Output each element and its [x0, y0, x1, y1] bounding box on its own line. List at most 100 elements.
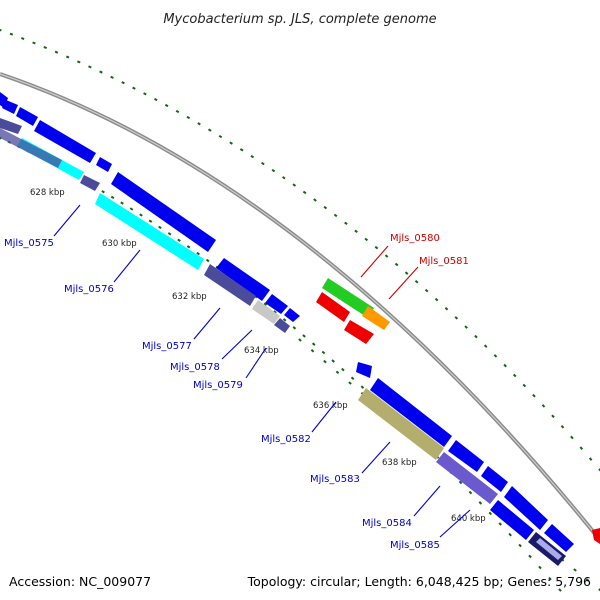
gene-arrow[interactable] — [96, 157, 112, 172]
kbp-tick-label: 628 kbp — [30, 188, 65, 198]
ruler-tick — [20, 37, 25, 41]
gene-arrow[interactable] — [316, 292, 350, 322]
ruler-tick — [273, 310, 277, 314]
gene-block[interactable] — [436, 452, 498, 504]
ruler-tick — [560, 425, 565, 429]
ruler-tick — [313, 198, 317, 202]
gene-arrow[interactable] — [544, 524, 574, 552]
gene-block[interactable] — [274, 318, 290, 333]
ruler-tick — [143, 92, 147, 96]
ruler-tick — [282, 318, 287, 322]
ruler-tick — [186, 245, 191, 249]
gene-arrow[interactable] — [344, 320, 374, 344]
ruler-tick — [310, 349, 315, 353]
ruler-tick — [271, 168, 276, 173]
gene-arrow[interactable] — [265, 294, 288, 314]
ruler-tick — [218, 134, 223, 139]
kbp-tick-label: 638 kbp — [382, 458, 417, 468]
gene-label-mjls-0580[interactable]: Mjls_0580 — [390, 233, 440, 244]
gene-label-mjls-0579[interactable]: Mjls_0579 — [193, 380, 243, 391]
gene-label-mjls-0582[interactable]: Mjls_0582 — [261, 434, 311, 445]
ruler-tick — [498, 522, 502, 526]
ruler-tick — [139, 213, 143, 217]
gene-label-mjls-0575[interactable]: Mjls_0575 — [4, 238, 54, 249]
ruler-tick — [350, 376, 355, 381]
ruler-tick — [404, 271, 409, 275]
gene-arrow[interactable] — [2, 100, 18, 114]
gene-label-mjls-0584[interactable]: Mjls_0584 — [362, 518, 412, 529]
gene-arrow[interactable] — [0, 92, 8, 108]
gene-block[interactable] — [0, 118, 22, 134]
gene-arrow[interactable] — [216, 258, 270, 301]
ruler-tick — [0, 28, 2, 32]
gene-arrow[interactable] — [356, 362, 372, 378]
gene-arrow[interactable] — [16, 107, 38, 126]
gene-arrow[interactable] — [370, 378, 452, 447]
gene-arrow-mjls-0580[interactable] — [322, 278, 374, 318]
ruler-tick — [333, 213, 338, 218]
ruler-tick — [493, 354, 498, 358]
ruler-tick — [101, 190, 105, 194]
ruler-tick — [121, 81, 125, 85]
gene-arrow[interactable] — [34, 120, 96, 163]
gene-label-mjls-0577[interactable]: Mjls_0577 — [142, 341, 192, 352]
ruler-tick — [570, 435, 574, 440]
ruler-tick — [551, 414, 555, 419]
ruler-tick — [110, 75, 114, 79]
accession-label: Accession: NC_009077 — [9, 574, 151, 589]
gene-block[interactable] — [536, 538, 562, 560]
gene-block[interactable] — [204, 264, 256, 306]
ruler-tick — [197, 122, 201, 126]
gene-block[interactable] — [490, 500, 534, 540]
ruler-tick — [518, 543, 522, 548]
gene-block[interactable] — [358, 388, 444, 460]
ruler-tick — [454, 316, 459, 320]
ruler-tick — [205, 258, 210, 263]
ruler-tick — [374, 245, 379, 250]
gene-label-mjls-0578[interactable]: Mjls_0578 — [170, 362, 220, 373]
ruler-tick — [302, 334, 306, 338]
ruler-tick — [167, 232, 172, 236]
ruler-tick — [538, 565, 542, 570]
gene-arrow[interactable] — [504, 486, 548, 530]
genome-summary-label: Topology: circular; Length: 6,048,425 bp… — [247, 574, 591, 589]
ruler-tick — [548, 576, 552, 581]
gene-arrow[interactable] — [111, 172, 216, 252]
gene-labels: Mjls_0575 Mjls_0576 Mjls_0577 Mjls_0578 … — [4, 233, 469, 551]
gene-arrow[interactable] — [592, 528, 600, 544]
ruler-tick — [32, 41, 36, 45]
ruler-tick — [186, 115, 191, 120]
gene-block[interactable] — [80, 175, 100, 191]
gene-arrow[interactable] — [284, 308, 300, 322]
gene-arrow-mjls-0581[interactable] — [362, 306, 390, 330]
ruler-tick — [207, 128, 212, 132]
ruler-tick — [558, 588, 562, 592]
gene-arrow[interactable] — [448, 440, 484, 472]
gene-block[interactable] — [95, 193, 204, 270]
gene-label-mjls-0576[interactable]: Mjls_0576 — [64, 284, 114, 295]
ruler-tick — [302, 190, 307, 195]
ruler-tick — [354, 229, 358, 233]
ruler-tick — [120, 201, 124, 205]
ruler-tick — [250, 154, 255, 159]
gene-block[interactable] — [252, 300, 280, 324]
plus-strand-genes — [316, 278, 600, 544]
ruler-tick — [414, 280, 419, 284]
ruler-tick — [360, 385, 365, 389]
gene-block[interactable] — [0, 128, 62, 168]
ruler-tick — [158, 225, 162, 230]
ruler-tick — [43, 45, 47, 50]
gene-label-mjls-0583[interactable]: Mjls_0583 — [310, 474, 360, 485]
ruler-tick — [522, 383, 527, 388]
ruler-tick — [177, 238, 181, 242]
gene-arrow[interactable] — [481, 466, 508, 492]
gene-label-mjls-0585[interactable]: Mjls_0585 — [390, 540, 440, 551]
ruler-tick — [434, 297, 439, 302]
ruler-tick — [512, 373, 517, 378]
ruler-tick — [323, 205, 328, 210]
ruler-tick — [54, 50, 59, 54]
gene-label-mjls-0581[interactable]: Mjls_0581 — [419, 256, 469, 267]
ruler-tick — [298, 338, 302, 342]
minus-strand-track-outer — [0, 92, 300, 322]
